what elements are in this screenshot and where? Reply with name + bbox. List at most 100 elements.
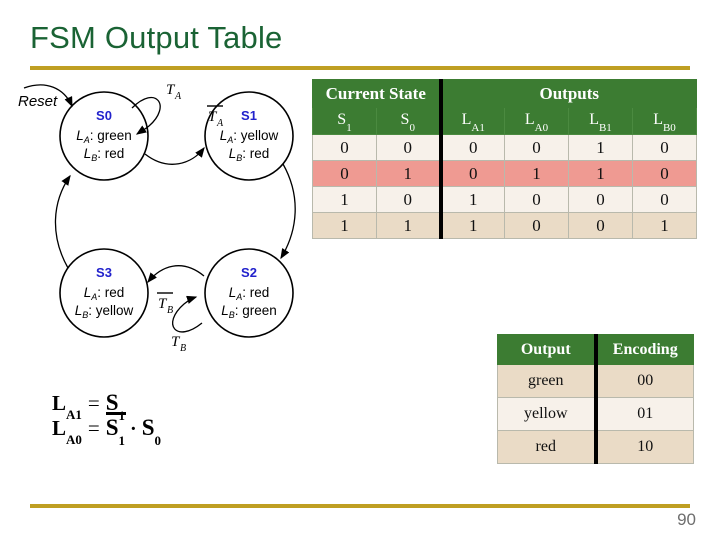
cell-lb1: 1 bbox=[568, 134, 633, 161]
cell-la1: 0 bbox=[438, 134, 505, 161]
cell-la1: 0 bbox=[438, 160, 505, 187]
encoding-output-value: 10 bbox=[593, 430, 694, 464]
state-output-s2-lb: LB: green bbox=[221, 303, 277, 320]
label-tb-bar: T bbox=[158, 296, 168, 312]
state-label-s1: S1 bbox=[241, 108, 257, 123]
column-header-lb0: LB0 bbox=[632, 107, 697, 135]
cell-lb0: 1 bbox=[632, 212, 697, 239]
column-header-la0: LA0 bbox=[504, 107, 569, 135]
cell-lb1: 0 bbox=[568, 186, 633, 213]
footer-divider-rule bbox=[30, 504, 690, 508]
equation-la0-lhs-sub: A0 bbox=[66, 432, 82, 448]
state-circle-s0 bbox=[59, 91, 149, 181]
edge-s2-s3 bbox=[147, 265, 205, 284]
cell-lb1: 0 bbox=[568, 212, 633, 239]
encoding-output-name: yellow bbox=[497, 397, 596, 431]
equation-la1-lhs-sub: A1 bbox=[66, 407, 82, 423]
state-circle-s1 bbox=[204, 91, 294, 181]
equation-la0-lhs: LA0 bbox=[52, 416, 82, 448]
state-output-s1-lb: LB: red bbox=[229, 146, 270, 163]
label-ta: T bbox=[166, 82, 176, 98]
state-label-s3: S3 bbox=[96, 265, 112, 280]
title-divider-rule bbox=[30, 66, 690, 70]
equation-la1-rhs-sub: 1 bbox=[118, 407, 126, 423]
equation-la1: LA1 = S1 bbox=[52, 390, 161, 423]
cell-lb0: 0 bbox=[632, 134, 697, 161]
svg-text:B: B bbox=[167, 305, 173, 316]
state-label-s0: S0 bbox=[96, 108, 112, 123]
encoding-output-value: 00 bbox=[593, 364, 694, 398]
page-title: FSM Output Table bbox=[30, 20, 283, 55]
svg-text:A: A bbox=[216, 118, 224, 129]
cell-la0: 0 bbox=[504, 186, 569, 213]
and-operator: · bbox=[130, 418, 137, 440]
state-circle-s2 bbox=[204, 248, 294, 338]
table-row: 1 1 1 0 0 1 bbox=[312, 212, 697, 239]
table-column-header-row: S1 S0 LA1 LA0 LB1 LB0 bbox=[312, 107, 697, 135]
encoding-header-encoding: Encoding bbox=[593, 334, 694, 365]
cell-la0: 1 bbox=[504, 160, 569, 187]
state-label-s2: S2 bbox=[241, 265, 257, 280]
state-output-s2-la: LA: red bbox=[229, 285, 270, 302]
fsm-output-table: Current State Outputs S1 S0 LA1 LA0 LB1 … bbox=[312, 79, 697, 239]
encoding-row: yellow 01 bbox=[497, 397, 694, 431]
cell-la1: 1 bbox=[438, 212, 505, 239]
equation-la0-s0-sub: 0 bbox=[154, 432, 162, 448]
encoding-output-name: red bbox=[497, 430, 596, 464]
page-number: 90 bbox=[677, 510, 696, 529]
table-row: 0 0 0 0 1 0 bbox=[312, 134, 697, 161]
cell-lb1: 1 bbox=[568, 160, 633, 187]
equals-sign: = bbox=[87, 391, 100, 415]
cell-s0: 1 bbox=[376, 160, 441, 187]
cell-s0: 1 bbox=[376, 212, 441, 239]
equation-la0-s1-complement: S1 bbox=[105, 412, 127, 448]
state-output-s0-la: LA: green bbox=[76, 128, 132, 145]
state-output-s3-la: LA: red bbox=[84, 285, 125, 302]
encoding-output-value: 01 bbox=[593, 397, 694, 431]
cell-s0: 0 bbox=[376, 134, 441, 161]
equation-la0-s0: S0 bbox=[141, 415, 162, 448]
group-header-outputs: Outputs bbox=[438, 79, 697, 108]
edge-s0-s1 bbox=[144, 146, 205, 165]
cell-s1: 1 bbox=[312, 186, 377, 213]
reset-arrow bbox=[23, 84, 73, 108]
fsm-state-diagram: Reset T A T A T B T B S0 LA: green LB: r… bbox=[6, 78, 316, 378]
cell-lb0: 0 bbox=[632, 160, 697, 187]
encoding-header-row: Output Encoding bbox=[497, 334, 694, 365]
cell-la1: 1 bbox=[438, 186, 505, 213]
state-output-s0-lb: LB: red bbox=[84, 146, 125, 163]
table-group-header-row: Current State Outputs bbox=[312, 79, 697, 108]
edge-s3-s0 bbox=[54, 174, 71, 269]
state-output-s3-lb: LB: yellow bbox=[75, 303, 134, 320]
encoding-output-name: green bbox=[497, 364, 596, 398]
group-header-current-state: Current State bbox=[312, 79, 441, 108]
svg-text:B: B bbox=[180, 343, 186, 354]
column-header-s0: S0 bbox=[376, 107, 441, 135]
cell-s1: 0 bbox=[312, 134, 377, 161]
column-header-lb1: LB1 bbox=[568, 107, 633, 135]
state-output-s1-la: LA: yellow bbox=[220, 128, 279, 145]
cell-s1: 0 bbox=[312, 160, 377, 187]
cell-lb0: 0 bbox=[632, 186, 697, 213]
self-loop-s2 bbox=[172, 295, 203, 333]
equation-la1-lhs: LA1 bbox=[52, 391, 82, 423]
equation-la0: LA0 = S1 · S0 bbox=[52, 412, 161, 448]
label-tb: T bbox=[171, 334, 181, 350]
output-equations: LA1 = S1 LA0 = S1 · S0 bbox=[52, 390, 161, 448]
state-circle-s3 bbox=[59, 248, 149, 338]
overbar-icon bbox=[105, 412, 127, 415]
output-encoding-table: Output Encoding green 00 yellow 01 red 1… bbox=[497, 334, 694, 464]
equals-sign: = bbox=[87, 416, 100, 440]
encoding-header-output: Output bbox=[497, 334, 596, 365]
cell-la0: 0 bbox=[504, 134, 569, 161]
column-header-s1: S1 bbox=[312, 107, 377, 135]
table-row-highlighted: 0 1 0 1 1 0 bbox=[312, 160, 697, 187]
encoding-row: green 00 bbox=[497, 364, 694, 398]
reset-label: Reset bbox=[18, 93, 58, 110]
cell-s1: 1 bbox=[312, 212, 377, 239]
edge-s1-s2 bbox=[280, 163, 296, 260]
cell-la0: 0 bbox=[504, 212, 569, 239]
equation-la0-s1-sub: 1 bbox=[118, 432, 126, 448]
column-header-la1: LA1 bbox=[438, 107, 505, 135]
